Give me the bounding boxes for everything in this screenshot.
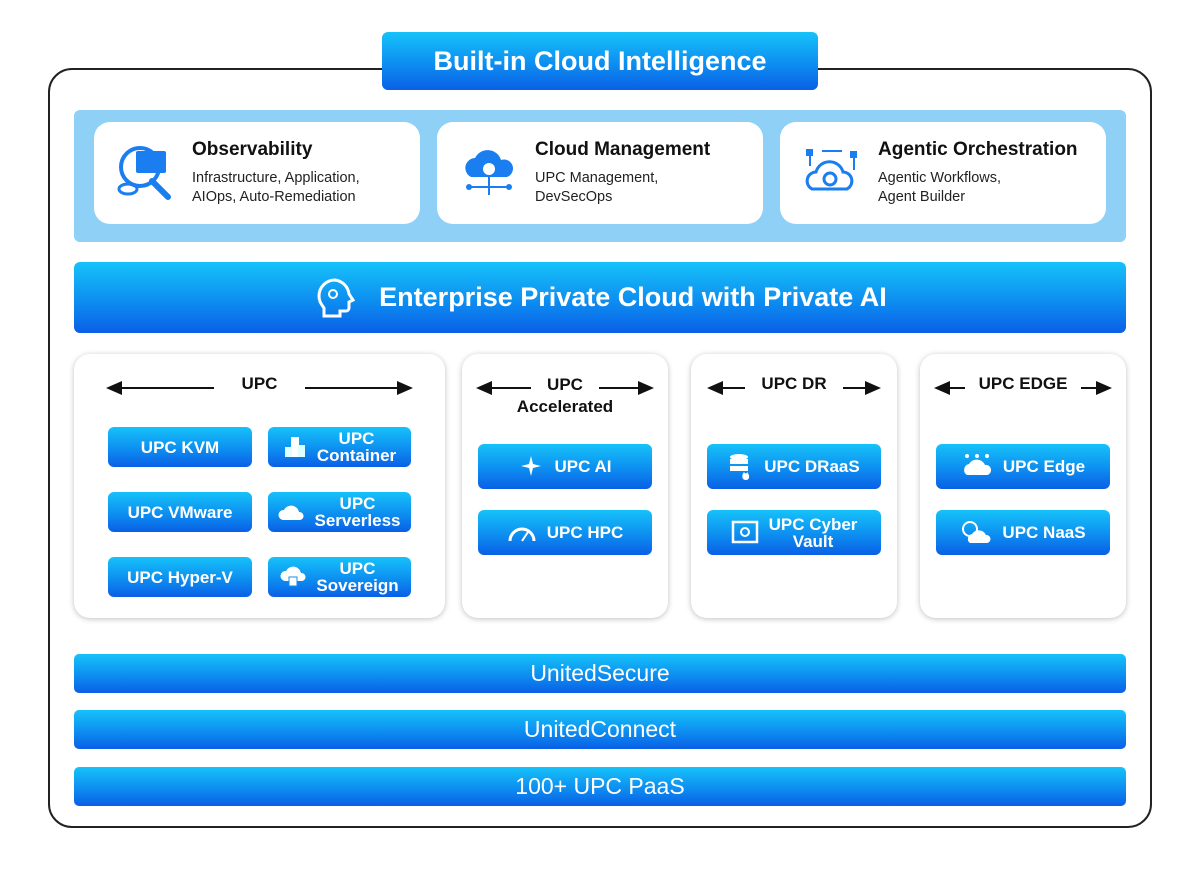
label-line: Sovereign: [316, 576, 399, 595]
column-header: UPC: [547, 375, 583, 394]
upc-edge-button[interactable]: UPC Edge: [936, 444, 1110, 489]
container-icon: [284, 437, 305, 457]
button-label: UPC NaaS: [1002, 523, 1086, 542]
sparkle-icon: [520, 455, 541, 476]
label-line: UPC: [339, 494, 376, 513]
button-label: UPC HPC: [546, 523, 624, 542]
ai-head-icon: [317, 277, 356, 317]
upc-ai-button[interactable]: UPC AI: [478, 444, 652, 489]
cloud-gear-icon: [465, 150, 514, 195]
upc-naas-button[interactable]: UPC NaaS: [936, 510, 1110, 555]
card-desc: UPC Management,: [535, 170, 659, 186]
upc-accelerated-column: UPC Accelerated UPC AI UPC HPC: [462, 354, 668, 618]
card-title: Cloud Management: [535, 139, 711, 160]
vault-icon: [731, 520, 758, 543]
upc-hpc-button[interactable]: UPC HPC: [478, 510, 652, 555]
unitedconnect-bar: UnitedConnect: [74, 710, 1126, 749]
column-header: Accelerated: [516, 397, 614, 416]
arrow-right-icon: [837, 381, 882, 395]
label-line: Container: [316, 446, 397, 465]
column-header: UPC DR: [761, 374, 827, 393]
card-desc: Agentic Workflows,: [878, 170, 1002, 186]
button-label: UPC Edge: [1002, 457, 1086, 476]
label-line: Serverless: [314, 511, 401, 530]
arrow-right-icon: [593, 381, 655, 395]
upc-vmware-button[interactable]: UPC VMware: [108, 492, 252, 532]
unitedsecure-bar: UnitedSecure: [74, 654, 1126, 693]
card-title: Observability: [192, 139, 313, 160]
cloud-lock-icon: [280, 566, 306, 587]
button-label: UPC DRaaS: [764, 457, 860, 476]
card-desc: Infrastructure, Application,: [192, 170, 360, 186]
upc-hyperv-button[interactable]: UPC Hyper-V: [108, 557, 252, 597]
arrow-right-icon: [299, 381, 413, 395]
label-line: UPC: [339, 559, 376, 578]
label-line: UPC: [338, 429, 375, 448]
card-title: Agentic Orchestration: [878, 139, 1078, 160]
arrow-left-icon: [476, 381, 537, 395]
upc-kvm-button[interactable]: UPC KVM: [108, 427, 252, 467]
button-label: UPC AI: [554, 457, 612, 476]
speedometer-icon: [508, 527, 536, 542]
column-header: UPC: [241, 374, 278, 393]
label-line: UPC Cyber: [768, 514, 858, 534]
arrow-left-icon: [934, 381, 971, 395]
paas-bar: 100+ UPC PaaS: [74, 767, 1126, 806]
arrow-left-icon: [106, 381, 220, 395]
upc-draas-button[interactable]: UPC DRaaS: [707, 444, 881, 489]
page-title: Built-in Cloud Intelligence: [382, 32, 818, 90]
label-line: Vault: [792, 531, 834, 551]
enterprise-title: Enterprise Private Cloud with Private AI: [379, 282, 887, 312]
arrow-right-icon: [1075, 381, 1112, 395]
card-desc: AIOps, Auto-Remediation: [192, 189, 356, 205]
edge-cloud-icon: [964, 453, 992, 475]
card-desc: Agent Builder: [878, 189, 966, 205]
database-fire-icon: [730, 453, 750, 480]
observability-icon: [117, 146, 171, 200]
globe-cloud-icon: [962, 520, 991, 543]
card-desc: DevSecOps: [535, 189, 613, 205]
cloud-icon: [278, 505, 305, 520]
upc-edge-column: UPC EDGE UPC Edge UPC NaaS: [920, 354, 1126, 618]
agentic-cloud-icon: [805, 149, 857, 191]
arrow-left-icon: [707, 381, 751, 395]
column-header: UPC EDGE: [978, 374, 1068, 393]
enterprise-banner: Enterprise Private Cloud with Private AI: [74, 262, 1126, 333]
